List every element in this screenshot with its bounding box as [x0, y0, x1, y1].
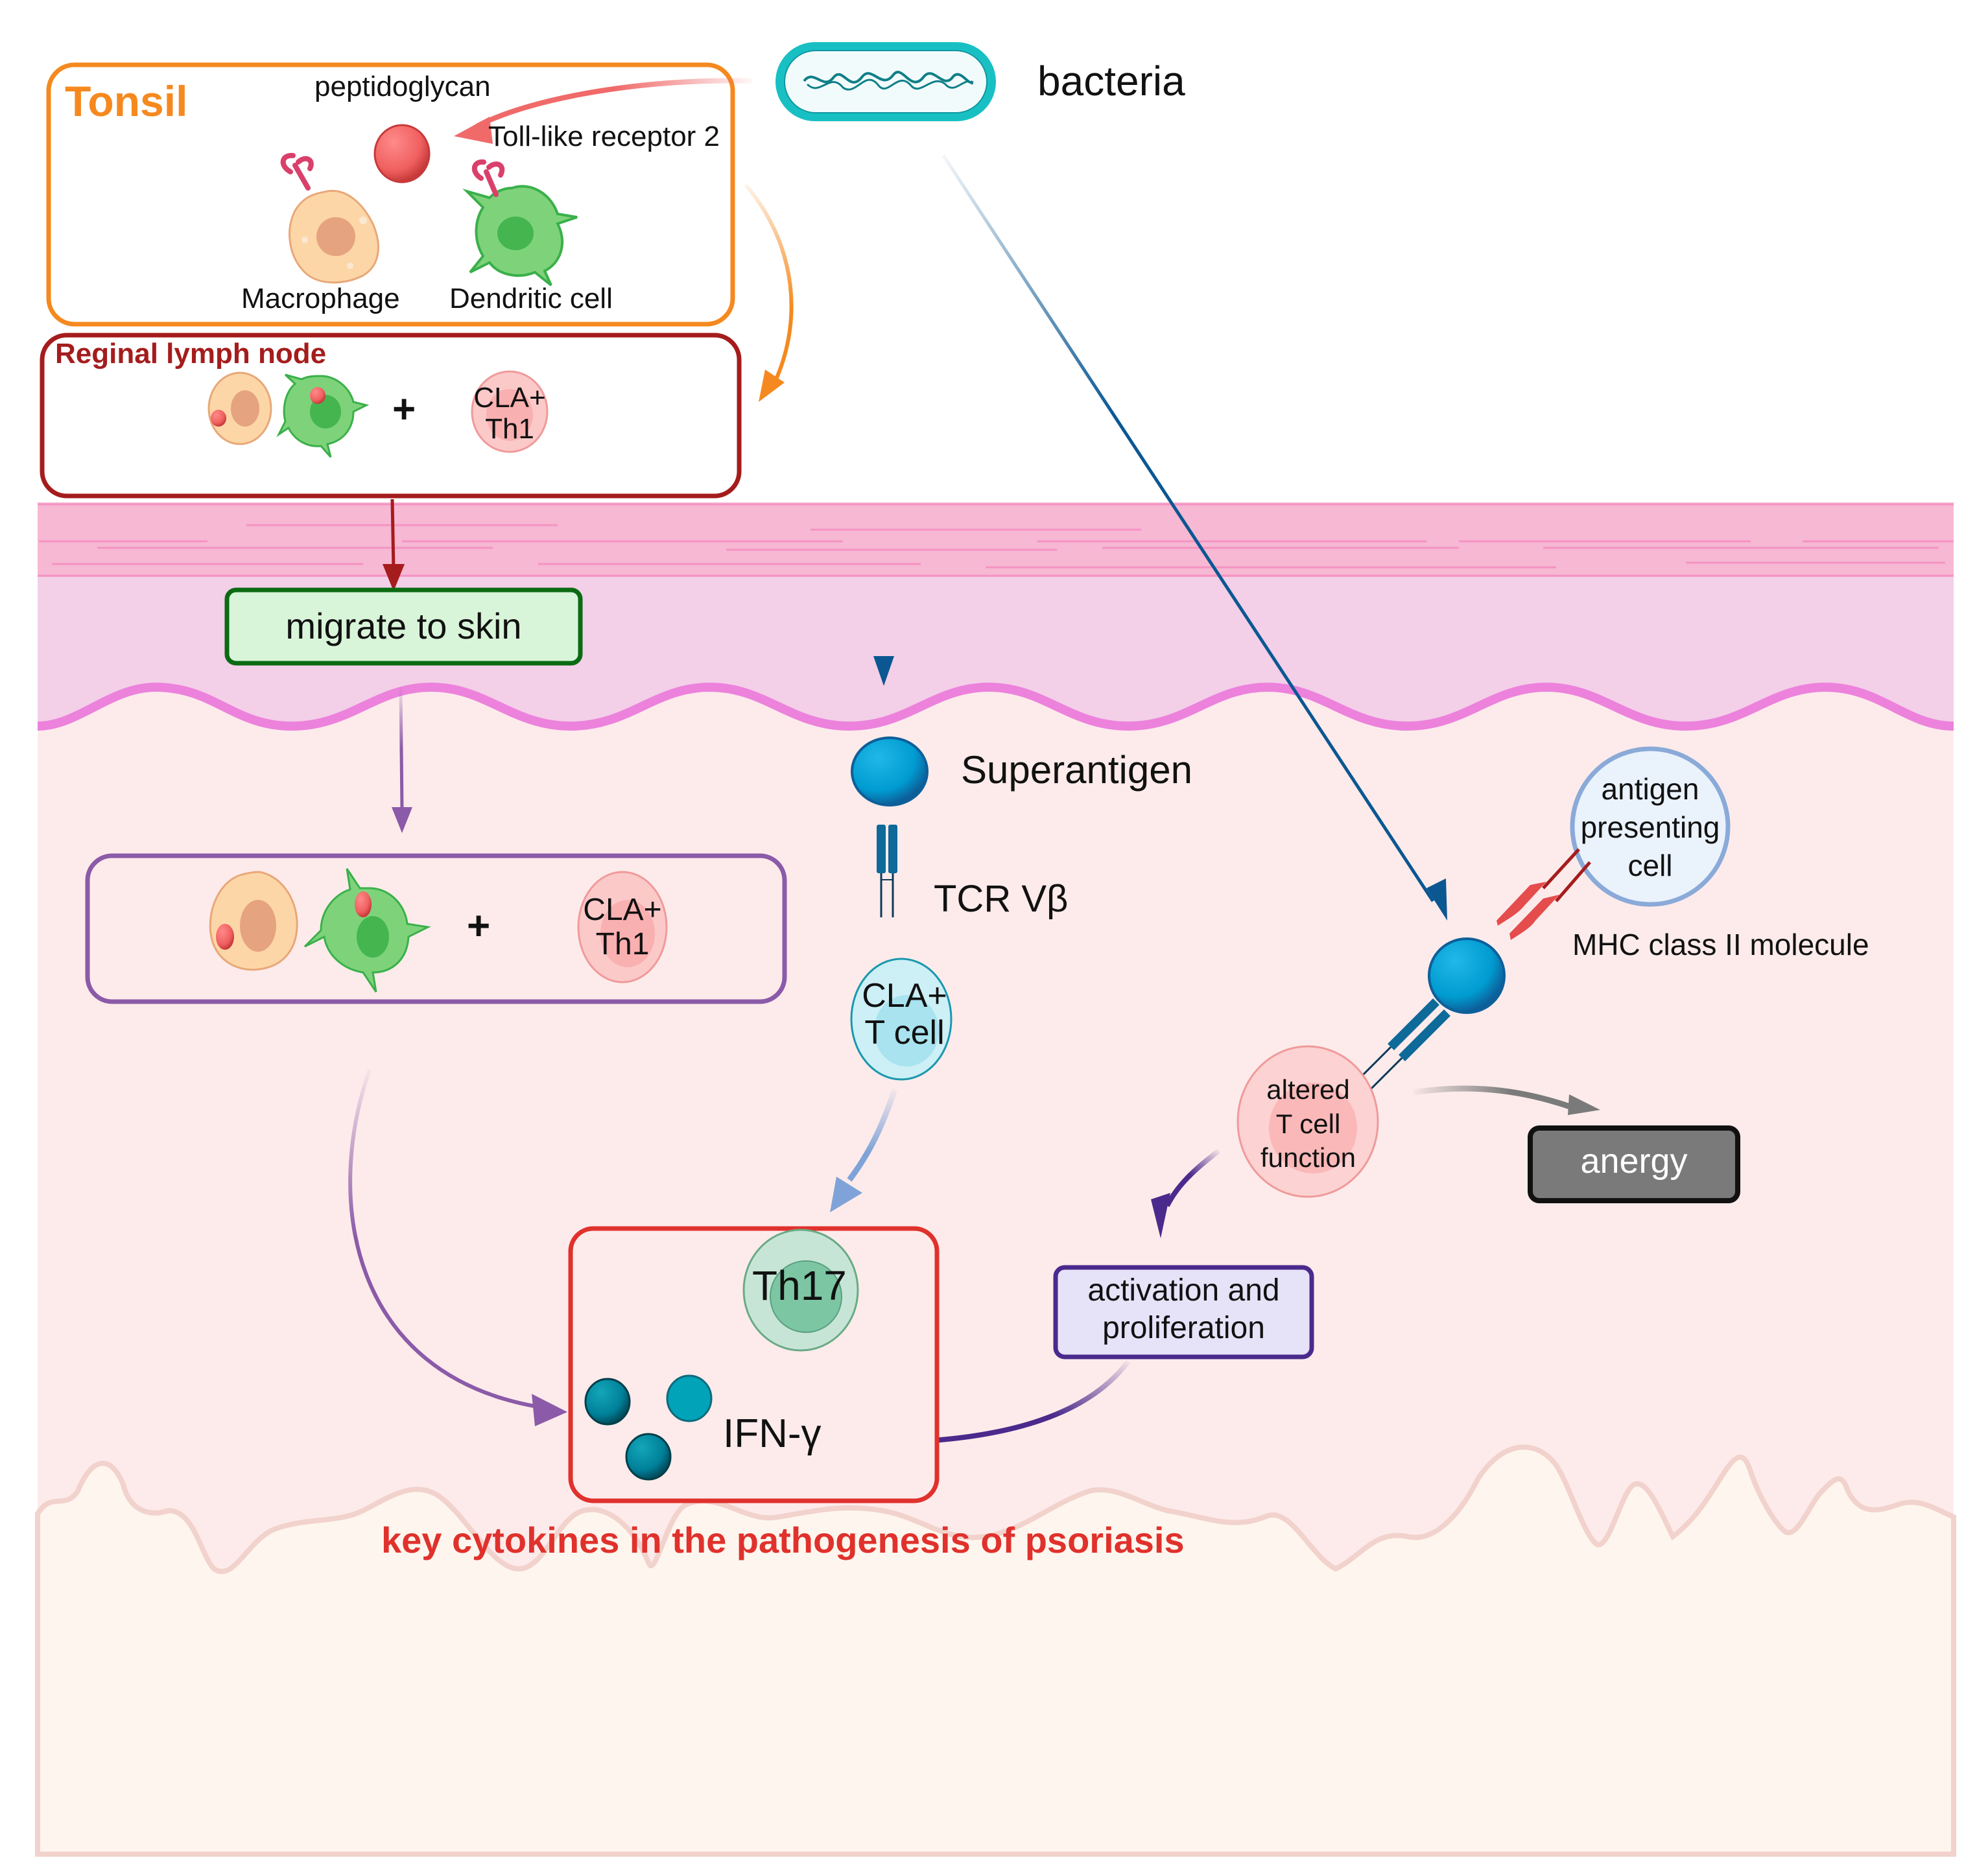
- dermal-epidermal-junction: [37, 682, 1954, 731]
- arrowhead-blue-1: [873, 656, 894, 686]
- migrate-box: [224, 587, 583, 666]
- arrowhead-blue-2: [1426, 878, 1447, 921]
- bacteria-icon: [775, 42, 996, 121]
- lymph-cla-th1-label: CLA+ Th1: [471, 382, 549, 445]
- apc-label: antigen presenting cell: [1569, 770, 1731, 885]
- altered-line1: altered: [1266, 1074, 1350, 1105]
- lymph-node-title: Reginal lymph node: [55, 338, 327, 370]
- macrophage-label: Macrophage: [241, 283, 400, 314]
- apc-line1: antigen: [1601, 772, 1699, 806]
- tonsil-box: [46, 62, 735, 327]
- dendritic-cell-icon: [462, 185, 578, 287]
- bacteria-to-mhc-arrow: [941, 154, 1435, 902]
- altered-line3: function: [1260, 1142, 1356, 1173]
- subcutis-layer: [35, 1444, 1956, 1857]
- lymph-dendritic-icon: [276, 373, 370, 458]
- skin-group-box: [85, 853, 787, 1004]
- arrowhead-lightblue: [830, 1177, 862, 1212]
- ifn-molecule-1-icon: [584, 1378, 631, 1426]
- arrowhead-pink: [454, 117, 493, 144]
- caption-key-cytokines: key cytokines in the pathogenesis of pso…: [381, 1520, 1185, 1560]
- peptidoglycan-label: peptidoglycan: [314, 71, 491, 102]
- tonsil-title: Tonsil: [65, 77, 188, 125]
- activation-line2: proliferation: [1102, 1310, 1265, 1345]
- cla-t-cell-line2: T cell: [864, 1014, 945, 1052]
- bacteria-label: bacteria: [1037, 58, 1185, 104]
- activation-label: activation and proliferation: [1056, 1272, 1312, 1347]
- th17-nucleus-icon: [770, 1260, 842, 1333]
- peptidoglycan-icon: [373, 124, 431, 183]
- activation-line1: activation and: [1087, 1273, 1280, 1308]
- arrowhead-orange: [759, 370, 785, 402]
- migrate-label: migrate to skin: [285, 606, 522, 646]
- cla-t-cell-nucleus-icon: [874, 995, 939, 1066]
- superantigen-complex-icon: [1428, 937, 1506, 1014]
- skin-plus-sign: +: [467, 904, 491, 948]
- altered-t-cell-label: altered T cell function: [1238, 1073, 1378, 1175]
- apc-cell-icon: [1570, 746, 1731, 907]
- arrowhead-red: [383, 564, 405, 591]
- lymph-macrophage-icon: [207, 371, 272, 445]
- epidermis-layer: [38, 502, 1954, 577]
- tlr2-label: Toll-like receptor 2: [488, 121, 720, 152]
- cla-t-cell-line1: CLA+: [862, 977, 947, 1015]
- skin-cla-th1-line1: CLA+: [583, 893, 662, 927]
- lymph-node-box: [40, 333, 742, 499]
- ifn-gamma-label: IFN-γ: [723, 1411, 822, 1456]
- ifn-molecule-2-icon: [666, 1374, 713, 1422]
- altered-to-anergy-arrow: [1413, 1085, 1577, 1112]
- mhc-class-ii-icon: [1497, 848, 1591, 940]
- superantigen-label: Superantigen: [961, 748, 1192, 792]
- anergy-label: anergy: [1580, 1142, 1688, 1181]
- apc-line2: presenting: [1580, 810, 1720, 844]
- tcr-receptor-icon: [877, 825, 897, 917]
- bacteria-to-peptidoglycan-arrow: [475, 78, 753, 129]
- altered-to-activation-arrow: [1165, 1148, 1221, 1207]
- arrowhead-purple-2: [532, 1394, 567, 1426]
- tlr2-receptor-dendritic-icon: [472, 159, 505, 197]
- altered-line2: T cell: [1275, 1108, 1341, 1139]
- epidermis-striations: [38, 503, 1954, 577]
- anergy-box: [1528, 1125, 1740, 1203]
- arrowhead-purple-1: [392, 807, 412, 833]
- apc-line3: cell: [1627, 848, 1673, 882]
- altered-t-cell-nucleus-icon: [1269, 1083, 1357, 1173]
- migrate-to-skin-group-arrow: [399, 687, 404, 811]
- skin-dendritic-icon: [303, 868, 431, 993]
- arrowhead-deeppurple-1: [1151, 1193, 1170, 1238]
- mhc-label: MHC class II molecule: [1572, 928, 1869, 961]
- skin-cla-th1-label: CLA+ Th1: [577, 893, 668, 962]
- activation-box: [1053, 1265, 1314, 1359]
- lymph-plus-sign: +: [392, 387, 416, 432]
- tcell-to-cytokine-arrow: [847, 1088, 898, 1182]
- tlr2-receptor-macrophage-icon: [280, 152, 314, 191]
- arrowhead-gray: [1568, 1094, 1600, 1115]
- lymph-to-migrate-arrow: [390, 499, 396, 571]
- lymph-cla-th1-line2: Th1: [485, 413, 534, 445]
- tcr-label: TCR Vβ: [934, 878, 1069, 920]
- cla-t-cell-label: CLA+ T cell: [849, 977, 960, 1052]
- ifn-molecule-3-icon: [625, 1433, 672, 1481]
- skin-group-to-cytokine-arrow: [348, 1069, 539, 1409]
- macrophage-icon: [289, 189, 379, 284]
- lymph-cla-th1-line1: CLA+: [473, 382, 546, 414]
- th17-label: Th17: [752, 1262, 847, 1309]
- superantigen-icon: [851, 736, 929, 806]
- dendritic-cell-label: Dendritic cell: [449, 283, 613, 314]
- tonsil-to-lymph-arrow: [744, 183, 794, 390]
- lymph-cla-th1-nucleus-icon: [486, 389, 533, 441]
- skin-cla-th1-line2: Th1: [595, 926, 650, 961]
- skin-cla-th1-nucleus-icon: [600, 900, 655, 967]
- activation-to-ifn-arrow: [894, 1359, 1131, 1445]
- skin-macrophage-icon: [209, 871, 298, 971]
